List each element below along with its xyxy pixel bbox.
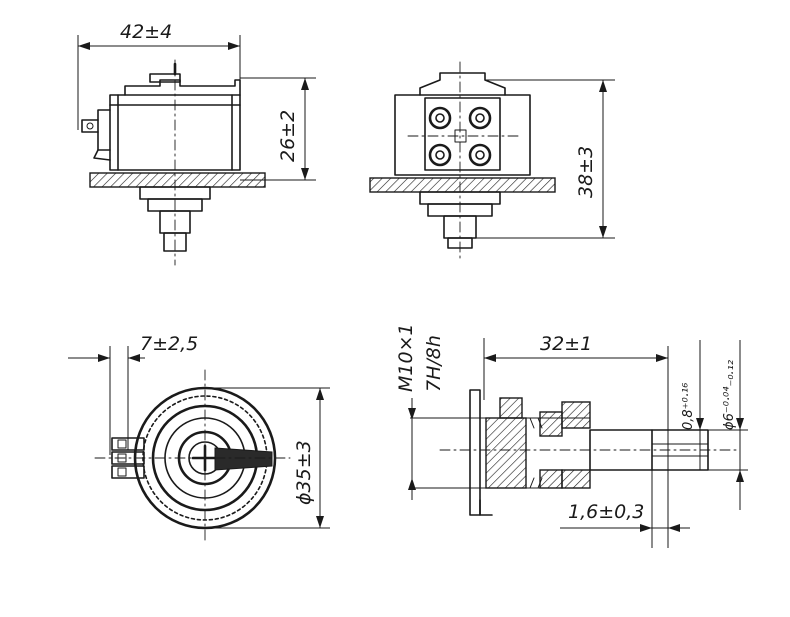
dimension-offset: 7±2,5	[68, 333, 198, 455]
side-housing	[394, 94, 531, 176]
dim-diameter-label: ϕ35±3	[293, 440, 315, 505]
wiper-arm	[214, 447, 273, 471]
dimension-height: 26±2	[240, 77, 316, 181]
dimension-width: 42±4	[77, 21, 241, 130]
dimension-length: 32±1	[483, 333, 669, 470]
terminal-rings	[428, 106, 492, 167]
mounting-panel	[89, 172, 266, 188]
dimension-shaft-step: 1,6±0,3	[560, 470, 690, 548]
thread-label-line1: M10×1	[395, 323, 417, 392]
side-view: 38±3	[369, 61, 615, 259]
shaft-end-label: 0,8⁺⁰·¹⁶	[681, 383, 696, 430]
thread-marks	[529, 417, 543, 489]
dim-height-label: 26±2	[277, 110, 299, 162]
dimension-shaft-diameter: ϕ6⁻⁰·⁰⁴₋₀.₁₂	[708, 340, 748, 510]
dim-offset-label: 7±2,5	[140, 333, 198, 355]
dim-width-label: 42±4	[120, 21, 172, 43]
dim-shaft-step-label: 1,6±0,3	[568, 501, 644, 523]
section-view: M10×1 7H/8h 32±1	[395, 323, 748, 548]
side-panel	[369, 177, 556, 193]
front-view: 42±4 26±2	[77, 21, 316, 266]
thread-label-line2: 7H/8h	[423, 335, 445, 392]
dimension-side-height: 38±3	[470, 79, 615, 239]
dimension-shaft-end: 0,8⁺⁰·¹⁶	[681, 340, 704, 470]
dim-length-label: 32±1	[540, 333, 592, 355]
thread-callout: M10×1 7H/8h	[395, 323, 445, 500]
bottom-view: 7±2,5 ϕ35±3	[68, 333, 330, 541]
dimension-diameter: ϕ35±3	[205, 387, 330, 529]
shaft-diameter-label: ϕ6⁻⁰·⁰⁴₋₀.₁₂	[722, 360, 737, 430]
section-bushing	[485, 417, 527, 489]
dim-side-height-label: 38±3	[575, 146, 597, 198]
